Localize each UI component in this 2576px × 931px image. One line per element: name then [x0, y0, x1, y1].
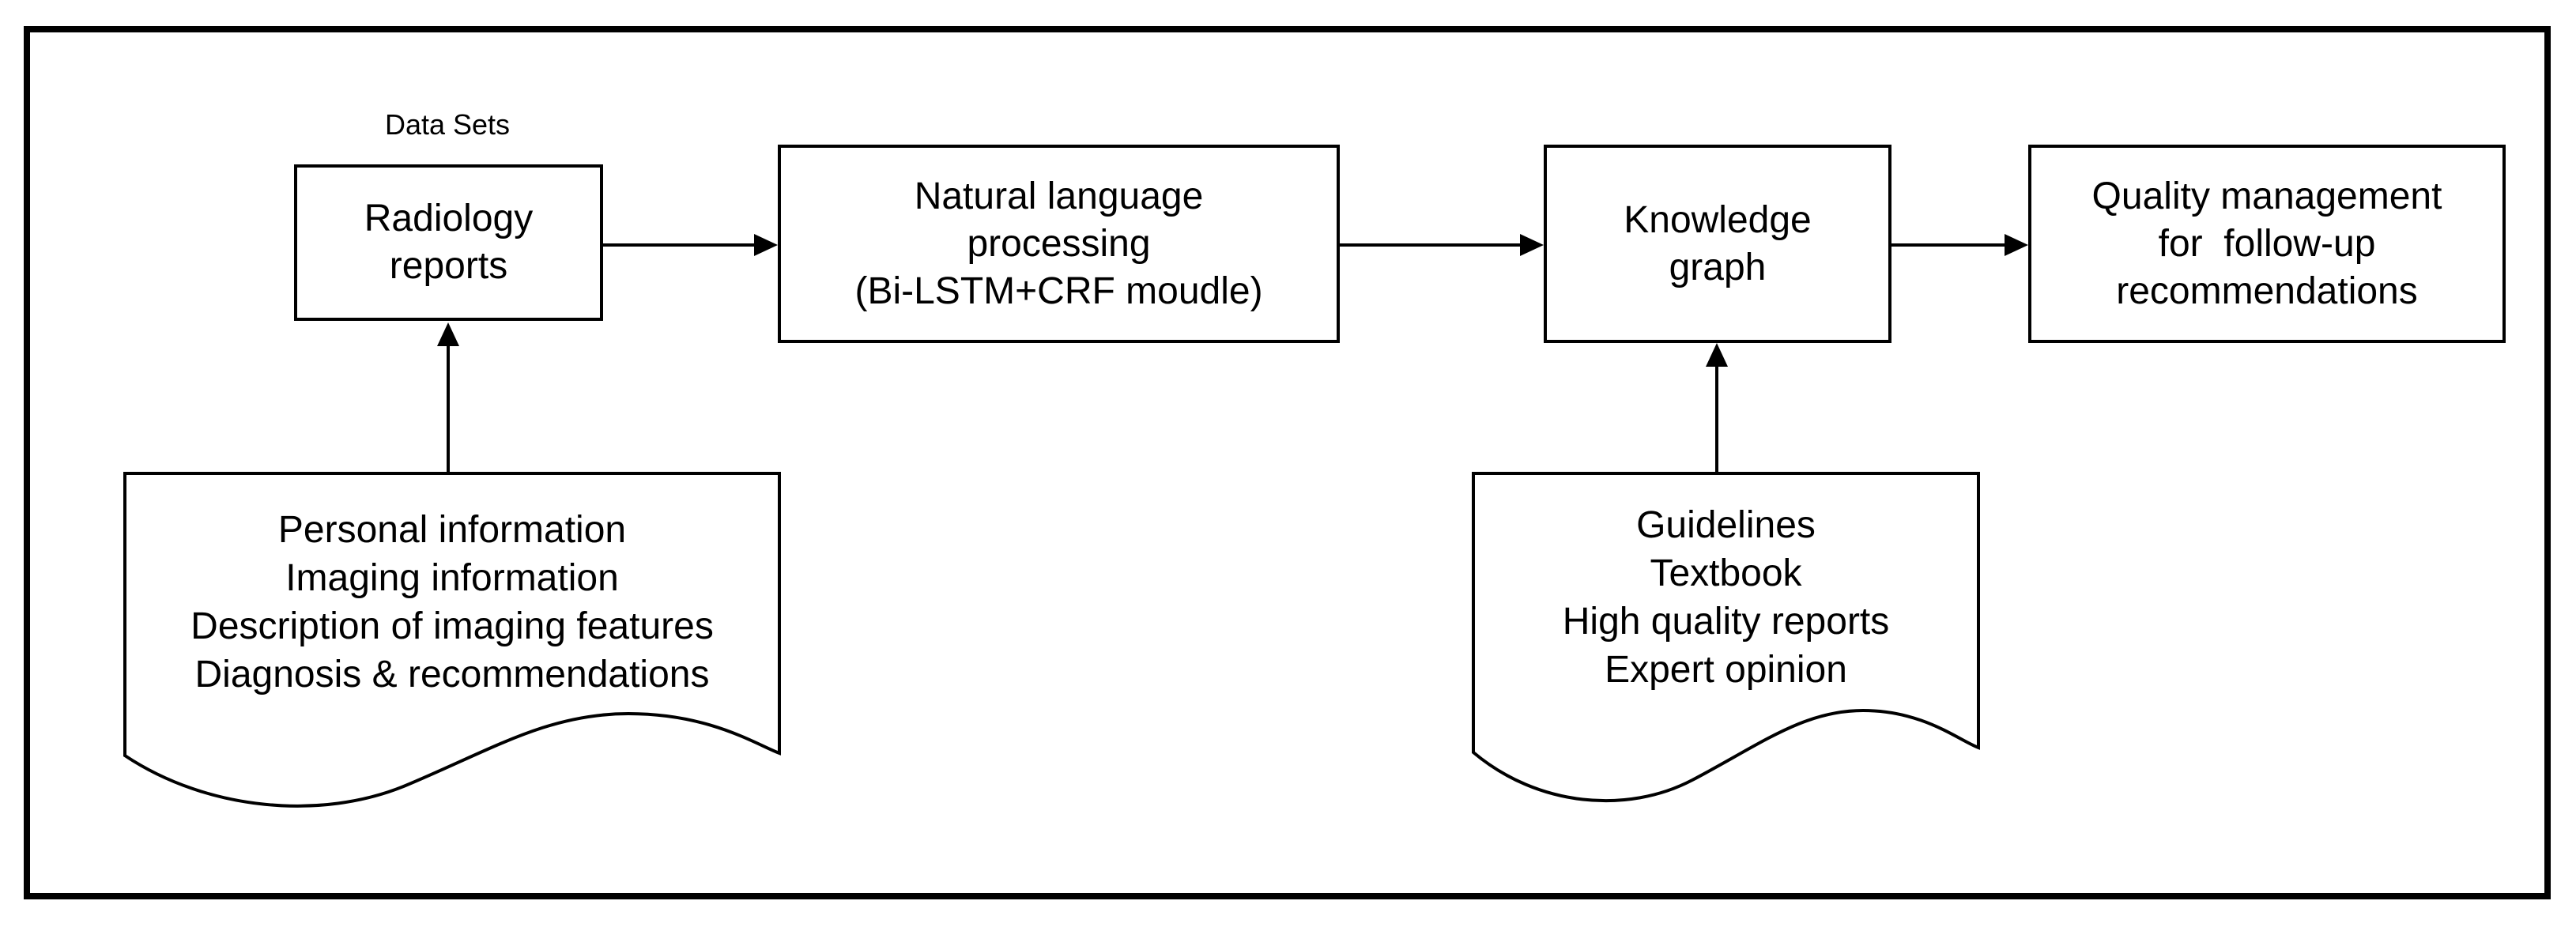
- arrow-radiology-to-nlp-line: [603, 243, 756, 247]
- document-shape-icon: [1472, 472, 1980, 803]
- node-natural-language-processing-text: Natural language processing (Bi-LSTM+CRF…: [854, 175, 1263, 312]
- node-radiology-reports: Radiology reports: [294, 164, 603, 321]
- node-knowledge-graph: Knowledge graph: [1544, 145, 1891, 343]
- arrow-document-to-radiology-line: [447, 345, 450, 473]
- arrow-document-to-radiology-head-icon: [437, 322, 459, 346]
- document-radiology-report-contents-text: Personal information Imaging information…: [190, 509, 714, 695]
- node-radiology-reports-text: Radiology reports: [364, 198, 534, 287]
- document-radiology-report-contents: Personal information Imaging information…: [123, 471, 782, 811]
- node-natural-language-processing: Natural language processing (Bi-LSTM+CRF…: [778, 145, 1340, 343]
- data-sets-label: Data Sets: [384, 108, 511, 141]
- node-knowledge-graph-text: Knowledge graph: [1624, 198, 1812, 288]
- document-knowledge-sources: Guidelines Textbook High quality reports…: [1471, 471, 1981, 811]
- arrow-sources-to-knowledge-graph-head-icon: [1706, 343, 1728, 367]
- document-knowledge-sources-text: Guidelines Textbook High quality reports…: [1562, 504, 1890, 691]
- node-quality-management: Quality management for follow-up recomme…: [2028, 145, 2506, 343]
- arrow-nlp-to-knowledge-graph-line: [1340, 243, 1522, 247]
- arrow-radiology-to-nlp-head-icon: [754, 234, 778, 256]
- arrow-sources-to-knowledge-graph-line: [1715, 365, 1718, 473]
- arrow-knowledge-graph-to-quality-line: [1891, 243, 2006, 247]
- arrow-knowledge-graph-to-quality-head-icon: [2005, 234, 2028, 256]
- node-quality-management-text: Quality management for follow-up recomme…: [2091, 175, 2442, 312]
- arrow-nlp-to-knowledge-graph-head-icon: [1520, 234, 1544, 256]
- document-shape-icon: [123, 472, 781, 808]
